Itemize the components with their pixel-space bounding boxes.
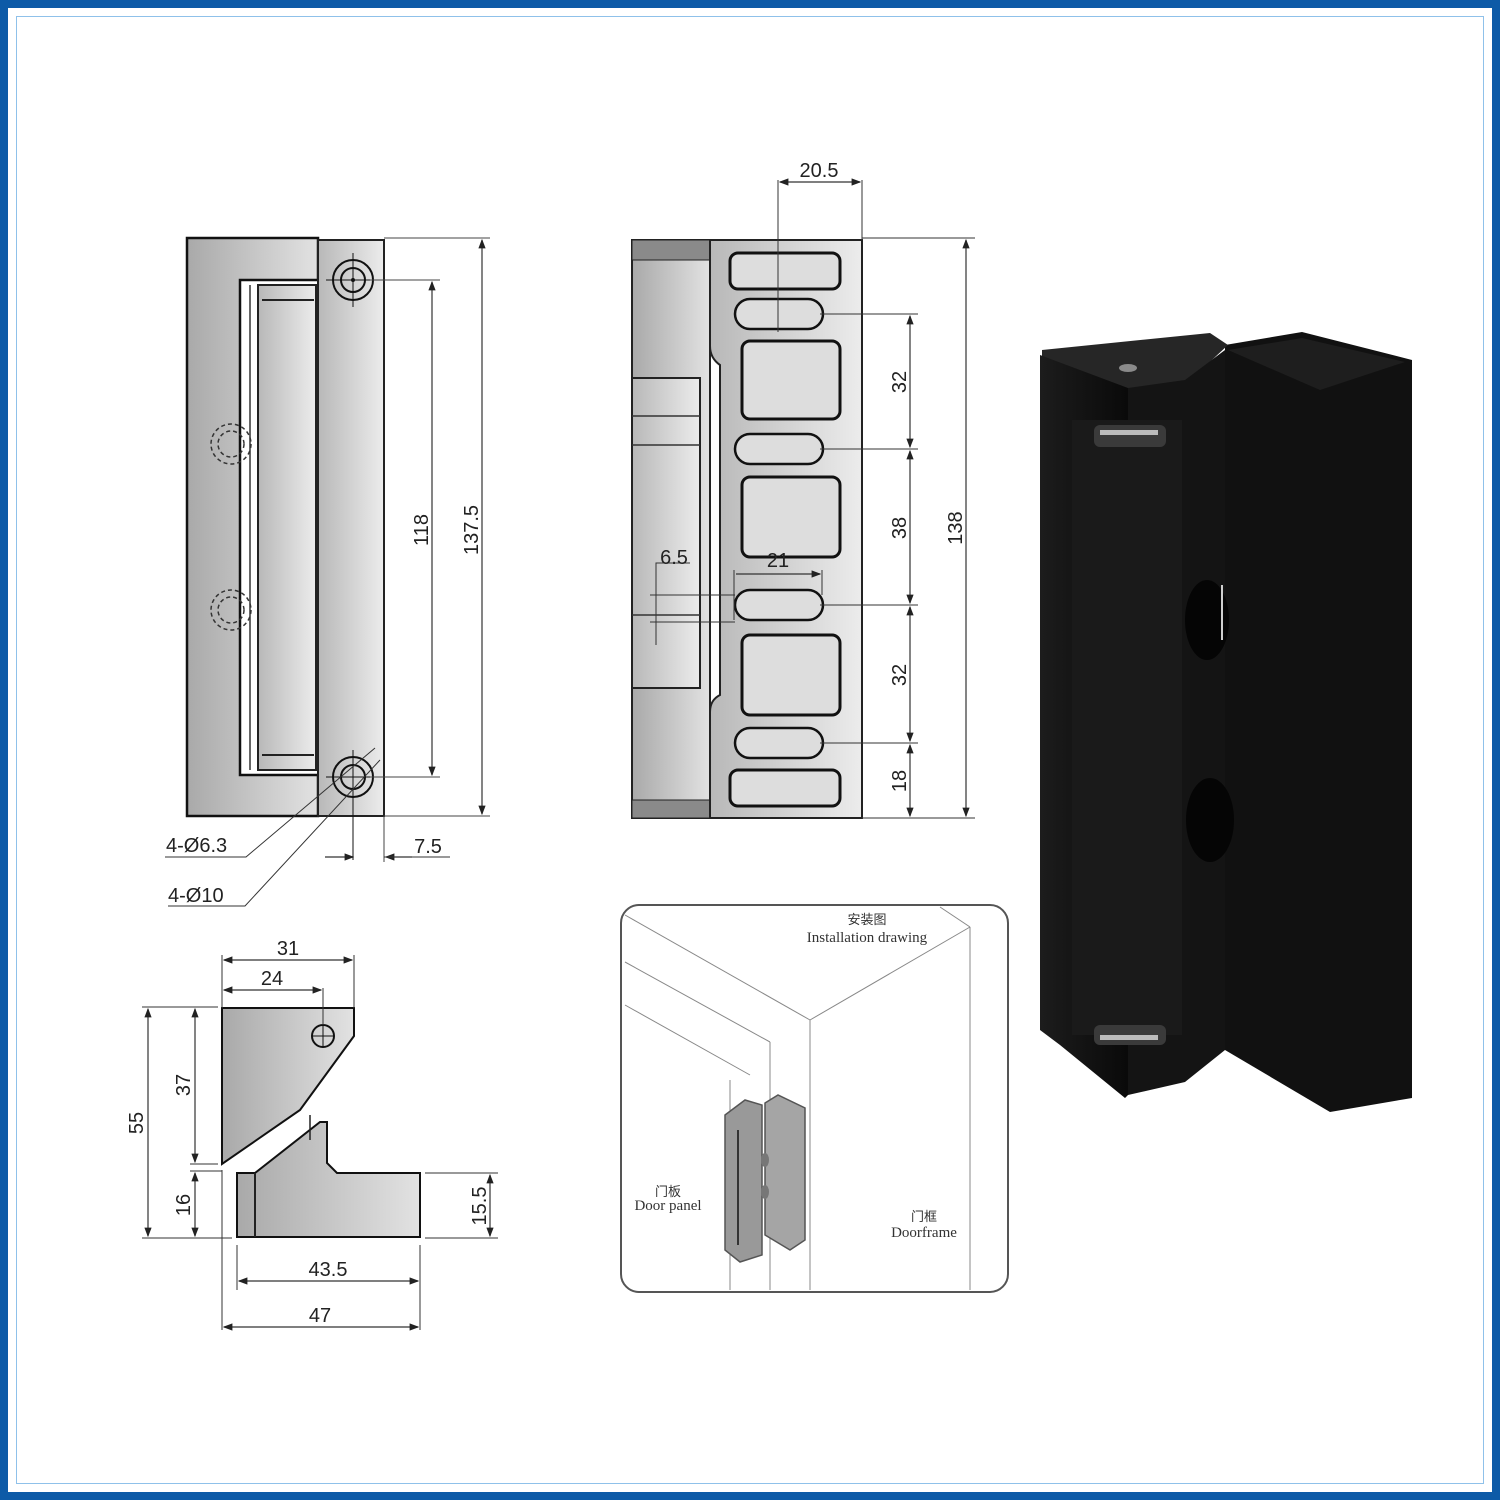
door-panel-label-en: Door panel xyxy=(634,1198,701,1214)
dim-slot-spacing-1: 32 xyxy=(889,371,911,393)
dim-upper-height: 37 xyxy=(173,1074,195,1096)
doorframe-label-en: Doorframe xyxy=(891,1225,957,1241)
dim-hole-small: 4-Ø6.3 xyxy=(166,835,227,857)
dim-slot-spacing-3: 32 xyxy=(889,664,911,686)
dim-overall-width: 31 xyxy=(277,938,299,960)
product-photo xyxy=(1040,332,1412,1112)
dim-bottom-offset: 18 xyxy=(889,770,911,792)
dim-overall-base-width: 47 xyxy=(309,1305,331,1327)
side-view-drawing xyxy=(631,178,975,819)
installation-title-cn: 安装图 xyxy=(847,913,886,928)
installation-drawing xyxy=(620,904,1009,1293)
door-panel-label-cn: 门板 xyxy=(655,1185,681,1200)
dim-hole-offset: 7.5 xyxy=(414,836,442,858)
dim-base-width: 43.5 xyxy=(309,1259,348,1281)
dim-overall-height: 137.5 xyxy=(461,505,483,555)
front-view-drawing xyxy=(165,236,490,907)
dim-base-height: 15.5 xyxy=(469,1187,491,1226)
dim-total-height: 55 xyxy=(126,1112,148,1134)
dim-top-width: 20.5 xyxy=(800,160,839,182)
dim-hole-spacing: 118 xyxy=(411,514,433,546)
top-view-drawing xyxy=(142,955,498,1331)
doorframe-label-cn: 门框 xyxy=(911,1210,937,1225)
dim-lower-height: 16 xyxy=(173,1194,195,1216)
installation-title-en: Installation drawing xyxy=(807,930,928,946)
dim-slot-height: 6.5 xyxy=(660,547,688,569)
page-border-inner xyxy=(16,16,1484,1484)
dim-slot-spacing-2: 38 xyxy=(889,517,911,539)
dim-hole-offset-24: 24 xyxy=(261,968,283,990)
dim-slot-length: 21 xyxy=(767,550,789,572)
dim-hole-large: 4-Ø10 xyxy=(168,885,224,907)
dim-side-overall-height: 138 xyxy=(945,511,967,544)
